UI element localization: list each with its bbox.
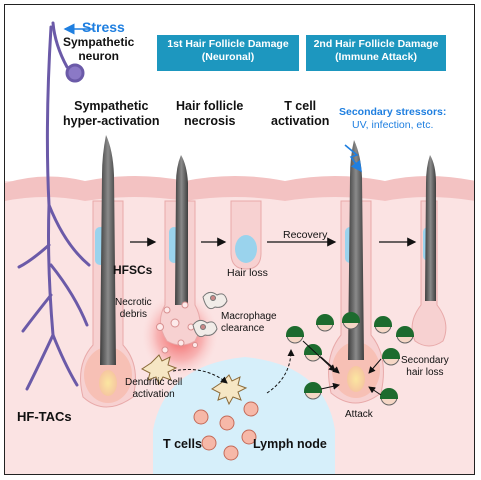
figure-frame: Stress Sympathetic neuron 1st Hair Folli… [4, 4, 475, 475]
secondary-line1: Secondary stressors: [339, 106, 447, 118]
hftacs-label: HF-TACs [17, 409, 72, 424]
lymph-node-label: Lymph node [253, 437, 327, 451]
secondary-loss-line2: hair loss [406, 367, 444, 378]
macrophage-label: Macrophage clearance [221, 311, 277, 335]
hair-loss-label: Hair loss [227, 267, 268, 279]
stage3-line1: T cell [284, 99, 317, 113]
helmet-icon [286, 312, 414, 406]
hfscs-label: HFSCs [113, 263, 153, 277]
stage1-line1: Sympathetic [74, 99, 149, 113]
stage-sympathetic: Sympathetic hyper-activation [63, 99, 160, 129]
attack-label: Attack [345, 409, 373, 420]
dendritic-line1: Dendritic cell [125, 377, 183, 388]
arrow-icon [172, 369, 228, 384]
stage2-line1: Hair follicle [176, 99, 244, 113]
header-box-neuronal: 1st Hair Follicle Damage (Neuronal) [157, 35, 299, 71]
tcells-label: T cells [163, 437, 202, 451]
dendritic-line2: activation [132, 389, 175, 400]
neuron-label-line1: Sympathetic [63, 35, 135, 49]
header-box-immune: 2nd Hair Follicle Damage (Immune Attack) [306, 35, 446, 71]
lightning-icon [344, 144, 362, 173]
necrotic-line1: Necrotic [115, 297, 152, 308]
necrotic-debris [156, 301, 198, 354]
diagram-canvas [5, 21, 474, 474]
stage-tcell: T cell activation [271, 99, 329, 129]
sympathetic-neuron [17, 21, 91, 391]
necrotic-line2: debris [119, 309, 147, 320]
macrophage-line2: clearance [221, 323, 265, 334]
neuron-label-line2: neuron [78, 49, 120, 63]
stage2-line2: necrosis [183, 114, 236, 128]
stage1-line2: hyper-activation [63, 114, 160, 128]
box2-line1: 2nd Hair Follicle Damage [313, 38, 439, 50]
necrotic-label: Necrotic debris [115, 297, 152, 321]
follicle-1 [80, 135, 136, 408]
follicle-4 [328, 140, 384, 404]
macrophage-line1: Macrophage [221, 311, 277, 322]
follicle-2 [160, 155, 201, 346]
macrophage [192, 291, 228, 338]
secondary-line2: UV, infection, etc. [352, 119, 434, 131]
stage3-line2: activation [271, 114, 330, 128]
box2-line2: (Immune Attack) [335, 51, 417, 63]
follicle-3 [230, 200, 262, 270]
stage-necrosis: Hair follicle necrosis [176, 99, 243, 129]
dendritic-cell [141, 354, 248, 406]
neuron-label: Sympathetic neuron [63, 35, 134, 63]
arrow-icon [266, 349, 295, 394]
recovery-label: Recovery [283, 229, 328, 241]
t-cell [193, 401, 259, 461]
stress-label: Stress [82, 19, 125, 35]
arrow-icon [302, 340, 382, 396]
box1-line1: 1st Hair Follicle Damage [167, 38, 289, 50]
lymph-node [153, 357, 335, 474]
secondary-loss-line1: Secondary [401, 355, 449, 366]
secondary-loss-label: Secondary hair loss [401, 355, 449, 379]
box1-line2: (Neuronal) [201, 51, 255, 63]
dendritic-label: Dendritic cell activation [125, 377, 182, 401]
secondary-stressors: Secondary stressors: UV, infection, etc. [339, 106, 446, 132]
follicle-5 [411, 155, 447, 347]
